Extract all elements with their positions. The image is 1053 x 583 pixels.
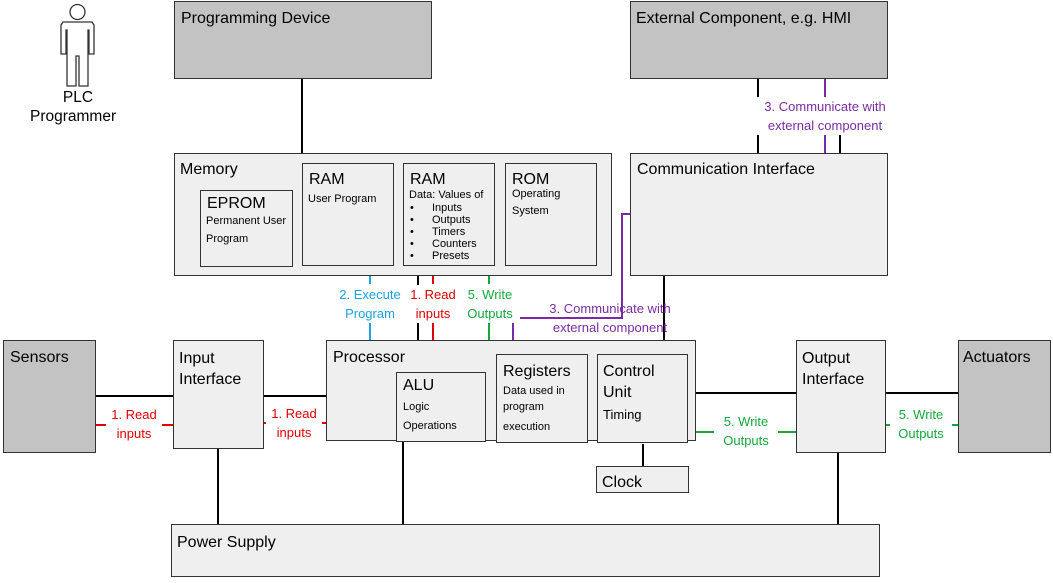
power-supply-box: Power Supply bbox=[171, 524, 880, 577]
eprom-box: EPROM Permanent User Program bbox=[200, 190, 293, 267]
label-line: 3. Communicate with bbox=[764, 99, 886, 114]
ram-data-item: Counters bbox=[404, 238, 477, 250]
actuators-title: Actuators bbox=[963, 349, 1031, 366]
sensors-title: Sensors bbox=[10, 349, 69, 366]
ram-program-title: RAM bbox=[309, 171, 345, 188]
input-interface-box: Input Interface bbox=[173, 340, 264, 449]
clock-box: Clock bbox=[596, 466, 689, 493]
person-label-line1: PLC bbox=[62, 89, 94, 106]
ram-data-title: RAM bbox=[410, 171, 446, 188]
registers-desc-line3: execution bbox=[503, 421, 551, 433]
ram-program-desc: User Program bbox=[308, 193, 377, 205]
rom-desc-line1: Operating bbox=[512, 188, 561, 200]
ram-data-item: Inputs bbox=[404, 202, 477, 214]
programming-device-title: Programming Device bbox=[181, 10, 331, 27]
ram-program-box: RAM User Program bbox=[302, 163, 394, 266]
person-label-line2: Programmer bbox=[30, 108, 117, 125]
ram-data-box: RAM Data: Values of Inputs Outputs Timer… bbox=[403, 163, 495, 266]
alu-desc-line2: Operations bbox=[403, 420, 457, 432]
memory-title: Memory bbox=[180, 161, 238, 178]
label-write-outputs-actuators: 5. Write Outputs bbox=[890, 405, 952, 443]
communication-interface-box: Communication Interface bbox=[630, 153, 888, 276]
label-read-inputs-sensors: 1. Read inputs bbox=[106, 405, 162, 443]
label-read-inputs-memory: 1. Read inputs bbox=[408, 285, 458, 323]
alu-box: ALU Logic Operations bbox=[396, 372, 486, 442]
registers-desc-line1: Data used in bbox=[503, 385, 565, 397]
communication-interface-title: Communication Interface bbox=[637, 161, 815, 178]
label-line: 5. Write bbox=[723, 414, 769, 429]
control-unit-title-line2: Unit bbox=[603, 384, 632, 401]
label-execute-program: 2. Execute Program bbox=[333, 285, 407, 323]
registers-box: Registers Data used in program execution bbox=[496, 354, 588, 443]
label-line: 1. Read bbox=[410, 287, 456, 302]
eprom-desc-line1: Permanent User bbox=[206, 215, 287, 227]
label-line: Program bbox=[345, 306, 395, 321]
label-line: 3. Communicate with bbox=[549, 301, 671, 316]
label-line: inputs bbox=[276, 425, 312, 440]
label-line: Outputs bbox=[723, 433, 769, 448]
label-line: Outputs bbox=[898, 426, 944, 441]
clock-title: Clock bbox=[602, 474, 643, 491]
output-interface-title-line1: Output bbox=[802, 350, 851, 367]
eprom-desc-line2: Program bbox=[206, 233, 249, 245]
label-line: 1. Read bbox=[271, 406, 317, 421]
output-interface-box: Output Interface bbox=[796, 340, 886, 453]
input-interface-title-line2: Interface bbox=[179, 371, 242, 388]
ram-data-list: Inputs Outputs Timers Counters Presets bbox=[404, 202, 477, 262]
rom-title: ROM bbox=[512, 171, 550, 188]
label-line: inputs bbox=[415, 306, 451, 321]
label-line: Outputs bbox=[467, 306, 513, 321]
programming-device-box: Programming Device bbox=[174, 1, 432, 79]
label-communicate-external-top: 3. Communicate with external component bbox=[755, 97, 895, 135]
registers-desc-line2: program bbox=[503, 401, 544, 413]
rom-box: ROM Operating System bbox=[505, 163, 597, 266]
label-line: 5. Write bbox=[898, 407, 944, 422]
label-line: external component bbox=[552, 320, 668, 335]
label-write-outputs-memory: 5. Write Outputs bbox=[460, 285, 520, 323]
alu-desc-line1: Logic bbox=[403, 401, 430, 413]
label-read-inputs-processor: 1. Read inputs bbox=[266, 404, 322, 442]
output-interface-title-line2: Interface bbox=[802, 371, 865, 388]
alu-title: ALU bbox=[403, 377, 435, 394]
label-line: 2. Execute bbox=[339, 287, 401, 302]
control-unit-title-line1: Control bbox=[603, 363, 655, 380]
eprom-title: EPROM bbox=[207, 195, 266, 212]
ram-data-item: Outputs bbox=[404, 214, 477, 226]
ram-data-desc: Data: Values of bbox=[409, 189, 484, 201]
input-interface-title-line1: Input bbox=[179, 350, 215, 367]
label-line: 5. Write bbox=[467, 287, 513, 302]
registers-title: Registers bbox=[503, 363, 571, 380]
power-supply-title: Power Supply bbox=[177, 534, 276, 551]
actuators-box: Actuators bbox=[958, 340, 1051, 453]
label-line: inputs bbox=[116, 426, 152, 441]
ram-data-item: Presets bbox=[404, 250, 477, 262]
external-component-box: External Component, e.g. HMI bbox=[630, 1, 888, 79]
label-communicate-external-mid: 3. Communicate with external component bbox=[540, 299, 680, 337]
external-component-title: External Component, e.g. HMI bbox=[636, 10, 852, 27]
control-unit-box: Control Unit Timing bbox=[597, 354, 688, 443]
sensors-box: Sensors bbox=[3, 340, 96, 453]
label-line: external component bbox=[767, 118, 883, 133]
person-icon bbox=[60, 3, 95, 87]
label-line: 1. Read bbox=[111, 407, 157, 422]
rom-desc-line2: System bbox=[512, 205, 549, 217]
label-write-outputs-processor: 5. Write Outputs bbox=[714, 412, 778, 450]
control-unit-desc: Timing bbox=[603, 407, 642, 422]
ram-data-item: Timers bbox=[404, 226, 477, 238]
wire-comm-processor-purple bbox=[512, 213, 631, 340]
processor-title: Processor bbox=[333, 349, 406, 366]
